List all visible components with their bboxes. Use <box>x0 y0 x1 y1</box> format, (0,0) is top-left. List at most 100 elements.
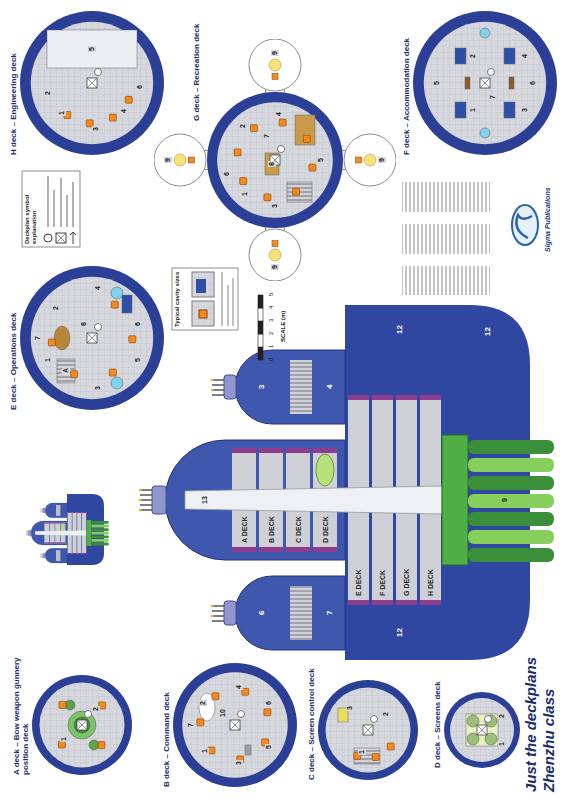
callout-number: 1 <box>358 749 366 755</box>
deck-heading: A deck – Bow weapon gunnery position dec… <box>12 650 30 775</box>
fitting <box>74 717 90 733</box>
deck-plan: D deck – Screens deck <box>444 692 520 768</box>
deck-heading: H deck – Engineering deck <box>9 11 18 155</box>
scale-mark: 1 <box>268 345 275 348</box>
drawing-part <box>185 486 442 514</box>
callout-number: 5 <box>88 46 96 52</box>
callout-number: 4 <box>235 684 243 690</box>
deck-band: D DECK <box>313 513 337 546</box>
lift-symbol <box>480 78 490 88</box>
lift-symbol <box>87 333 97 343</box>
drawing-part <box>56 233 66 243</box>
drawing-part <box>44 234 52 242</box>
callout-number: 7 <box>263 133 271 139</box>
seat <box>264 709 271 716</box>
seat <box>111 301 118 308</box>
callout-number: 3 <box>235 760 243 766</box>
callout-number: 3 <box>92 126 100 132</box>
lift-symbol <box>77 720 87 730</box>
callout-number: 1 <box>44 357 52 363</box>
deck-floor <box>40 683 125 768</box>
drawing-part <box>232 547 256 552</box>
lift-symbol <box>230 720 240 730</box>
drawing-part <box>468 458 554 472</box>
drawing-part <box>372 395 393 400</box>
deck-floor <box>326 688 411 773</box>
publisher-name: Sigma Publications <box>544 187 552 252</box>
pod-outline <box>249 229 301 281</box>
callout-number: 1 <box>498 741 506 747</box>
hull-ring <box>318 680 418 780</box>
callout-number: 9 <box>164 157 172 163</box>
ladder-symbol <box>95 324 102 331</box>
deck-floor <box>424 22 546 144</box>
deck-band: H DECK <box>420 566 441 599</box>
seat <box>372 753 379 760</box>
fitting <box>54 326 70 350</box>
callout-number: 1 <box>60 736 68 742</box>
deck-outline <box>154 39 396 281</box>
drawing-part <box>152 486 166 514</box>
lift-symbol <box>87 333 97 343</box>
callout-number: 5 <box>317 157 325 163</box>
callout-number: 6 <box>223 171 231 177</box>
callout-number: 4 <box>326 385 335 389</box>
lift-symbol <box>77 720 87 730</box>
callout-number: 1 <box>241 191 249 197</box>
page-title: Just the deckplans Zhenzhu class <box>522 632 558 792</box>
seat <box>272 73 278 79</box>
callout-number: 8 <box>80 321 88 327</box>
drawing-part <box>286 547 310 552</box>
lift-symbol <box>230 720 240 730</box>
seat <box>240 178 247 185</box>
drawing-part <box>235 350 345 424</box>
callout-number: 6 <box>529 80 537 86</box>
fitting <box>111 287 123 299</box>
deck-floor <box>217 102 333 218</box>
drawing-part <box>258 295 263 360</box>
drawing-part <box>259 547 283 552</box>
deck-band: F DECK <box>372 567 393 599</box>
callout-number: 7 <box>326 611 335 615</box>
pod-outline <box>154 134 206 186</box>
hull-ring <box>20 266 164 410</box>
drawing-part <box>211 389 214 392</box>
lift-symbol <box>363 725 373 735</box>
lift-symbol <box>480 78 490 88</box>
lift-symbol <box>477 725 487 735</box>
drawing-part <box>139 499 142 502</box>
seat <box>303 135 310 142</box>
fitting <box>287 182 312 202</box>
drawing-part <box>313 547 337 552</box>
lift-symbol <box>363 725 373 735</box>
drawing-part <box>316 454 334 486</box>
callout-number: 12 <box>396 325 405 334</box>
deck-band-label: G DECK <box>403 566 410 599</box>
deck-band-label: D DECK <box>322 513 329 546</box>
ladder-symbol <box>238 711 245 718</box>
drawing-part <box>211 605 214 608</box>
seat <box>272 241 278 247</box>
deck-outline <box>20 11 164 155</box>
cavity-box <box>172 268 238 330</box>
floor-grid <box>424 22 546 144</box>
deck-heading: C deck – Screen control deck <box>307 680 316 780</box>
floor-grid <box>40 683 125 768</box>
drawing-part <box>396 600 417 605</box>
key-notes <box>402 170 490 295</box>
callout-number: 1 <box>201 748 209 754</box>
drawing-part <box>222 272 233 326</box>
drawing-part <box>290 586 312 640</box>
lift-symbol <box>87 78 97 88</box>
callout-number: 3 <box>271 203 279 209</box>
seat <box>58 741 65 748</box>
callout-number: 9 <box>501 497 509 503</box>
seat <box>356 157 362 163</box>
seat <box>188 157 194 163</box>
drawing-part <box>468 530 554 544</box>
callout-number: 6 <box>134 321 142 327</box>
drawing-part <box>420 395 441 400</box>
floor-grid <box>450 698 514 762</box>
callout-number: 3 <box>521 107 529 113</box>
drawing-part <box>139 379 214 618</box>
